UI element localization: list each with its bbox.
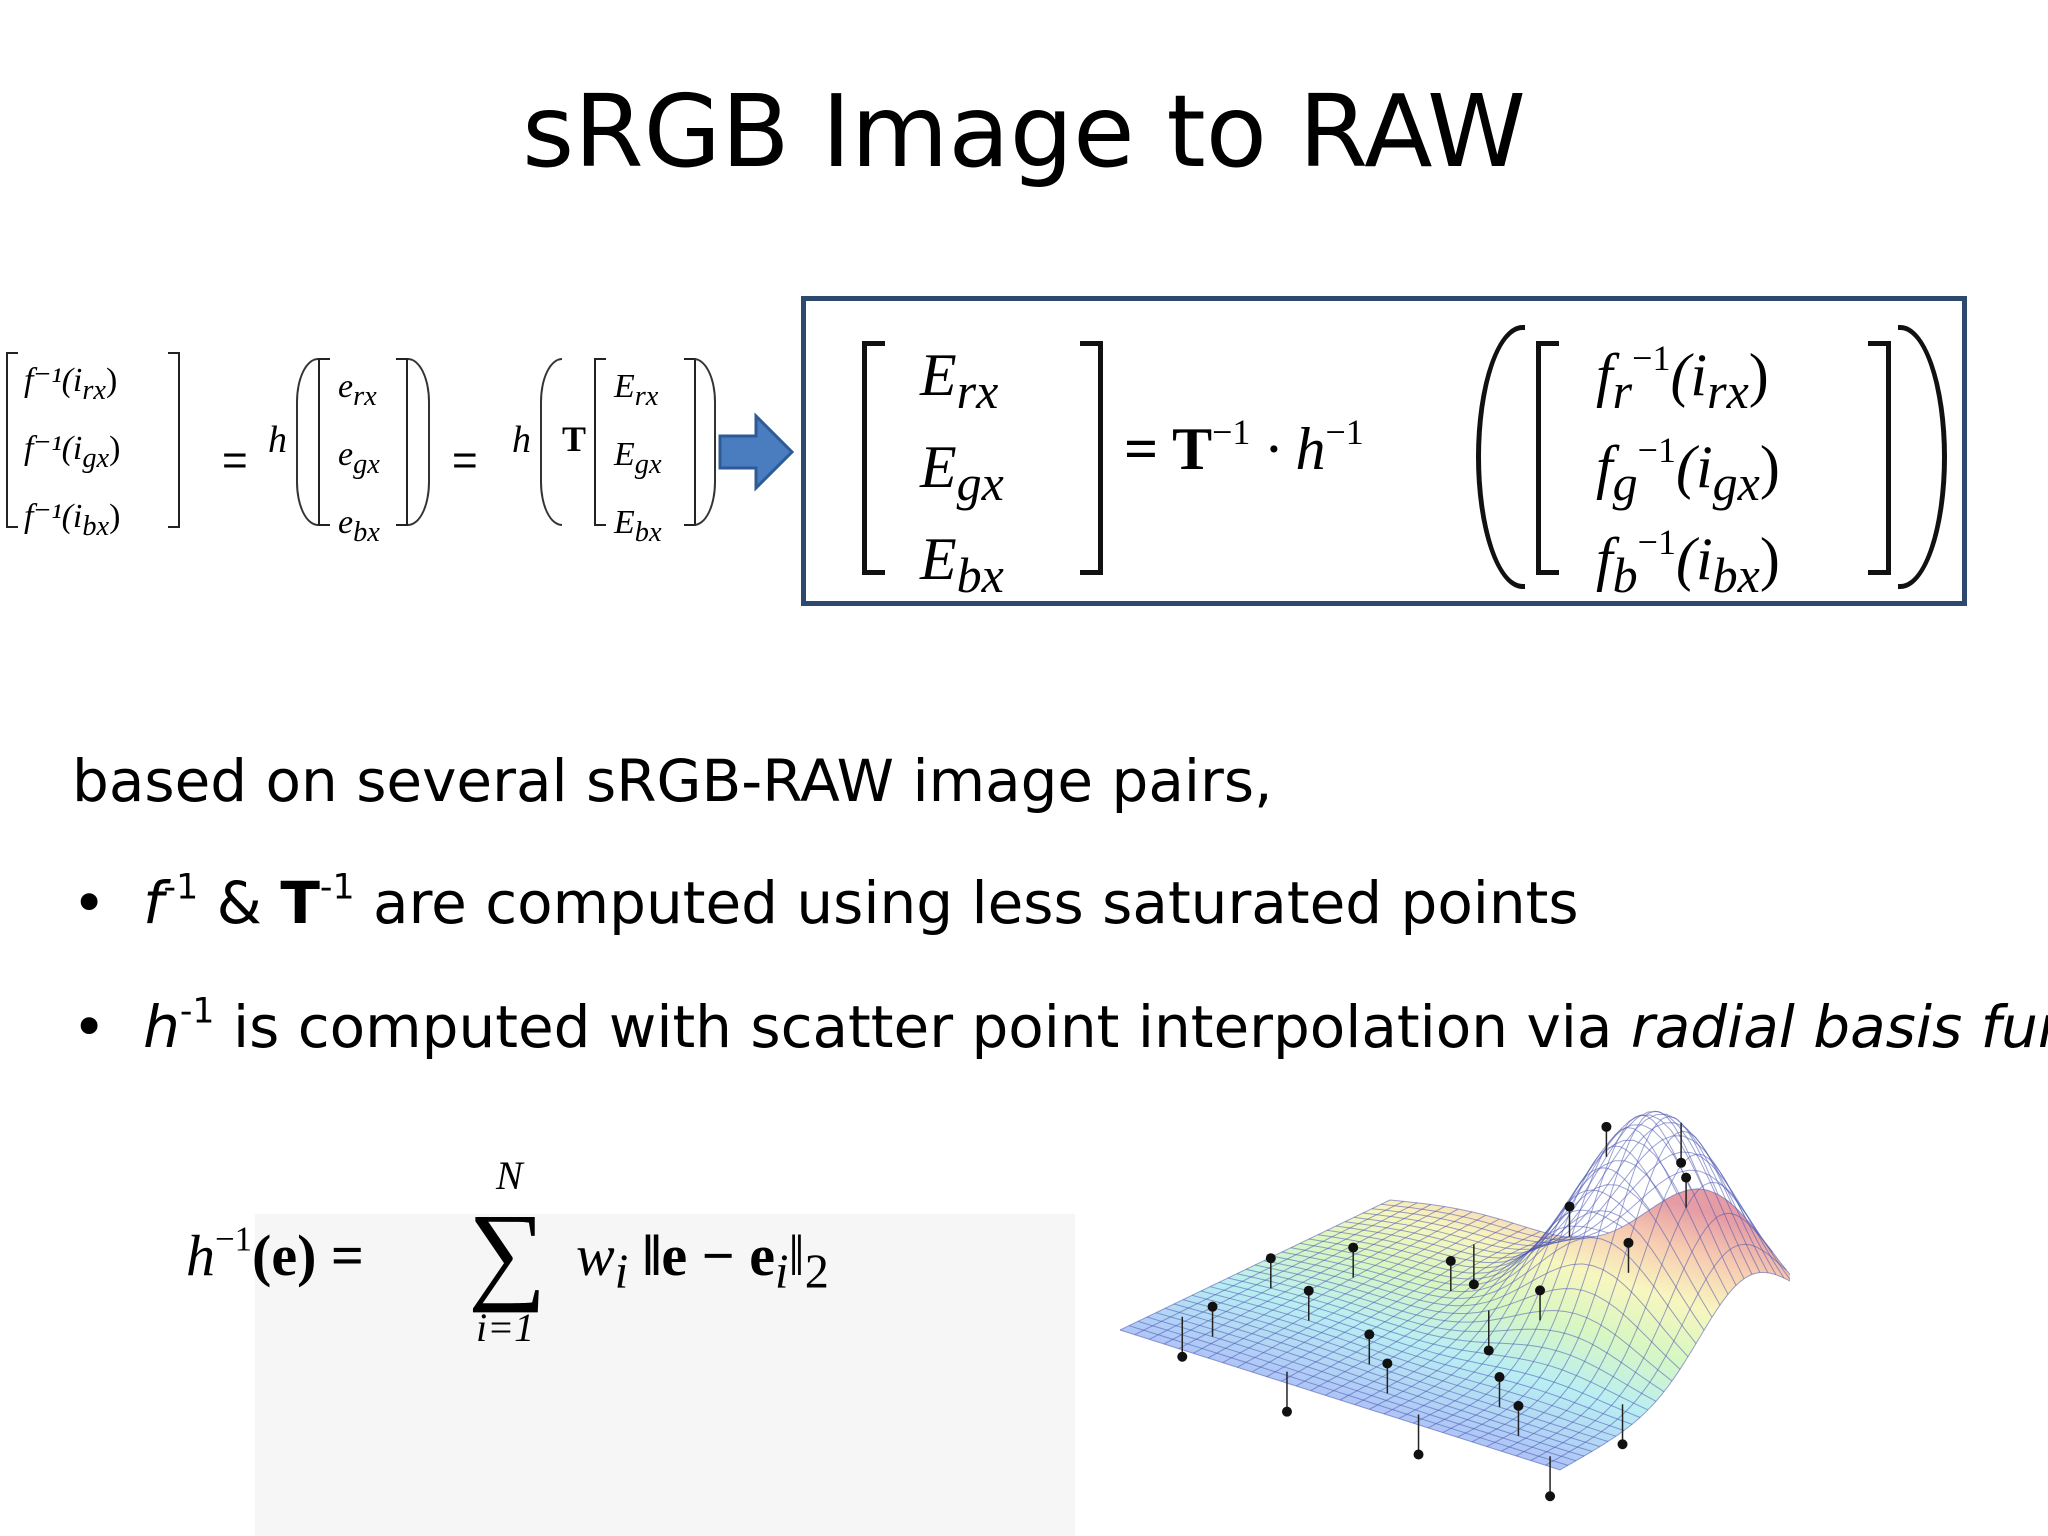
boxed-equation: Erx Egx Ebx = T−1 · h−1 fr−1(irx) fg−1(i… xyxy=(801,296,1967,606)
mesh-line xyxy=(1515,1181,1760,1457)
sample-point xyxy=(1676,1157,1687,1168)
right-bracket xyxy=(396,358,408,526)
sample-point xyxy=(1207,1301,1218,1312)
h-symbol: h xyxy=(268,419,287,461)
T-symbol: T xyxy=(562,419,587,459)
sample-point xyxy=(1513,1400,1524,1411)
sample-point xyxy=(1545,1491,1556,1502)
right-arrow-icon xyxy=(718,412,794,492)
sample-point xyxy=(1445,1255,1456,1266)
sample-point xyxy=(1494,1372,1505,1383)
sample-point xyxy=(1303,1285,1314,1296)
bullet-item: • h-1 is computed with scatter point int… xyxy=(72,991,2048,1061)
matrix-e: erx egx ebx xyxy=(338,368,380,548)
sample-point xyxy=(1535,1285,1546,1296)
mesh-line xyxy=(1371,1151,1785,1279)
transform-operator: = T−1 · h−1 xyxy=(1124,411,1364,482)
intro-text: based on several sRGB-RAW image pairs, xyxy=(72,747,1273,815)
surface-fill xyxy=(1120,1188,1790,1470)
sample-point xyxy=(1413,1449,1424,1460)
left-paren xyxy=(1476,325,1525,589)
right-paren xyxy=(694,358,716,526)
vector-inverse-f: fr−1(irx) fg−1(igx) fb−1(ibx) xyxy=(1596,337,1780,603)
sample-point xyxy=(1364,1329,1375,1340)
mesh-line xyxy=(1501,1153,1746,1452)
surface-mesh xyxy=(1119,1110,1790,1471)
h-symbol: h xyxy=(512,419,531,461)
rbf-formula: h−1(e) = N ∑ i=1 wi ‖e − ei‖2 xyxy=(186,1153,829,1350)
sum-upper-limit: N xyxy=(496,1153,523,1198)
mesh-line xyxy=(1545,1243,1787,1466)
equals-sign: = xyxy=(222,436,248,485)
mesh-line xyxy=(1380,1169,1790,1281)
bullet-marker: • xyxy=(72,993,107,1061)
right-paren xyxy=(408,358,430,526)
sample-point xyxy=(1623,1237,1634,1248)
bullet-item: • f-1 & T-1 are computed using less satu… xyxy=(72,867,1579,937)
mesh-line xyxy=(1530,1212,1774,1462)
sample-point xyxy=(1281,1406,1292,1417)
left-equation: f⁻¹(irx) f⁻¹(igx) f⁻¹(ibx) = h erx egx e… xyxy=(0,352,800,547)
right-bracket xyxy=(1080,341,1103,575)
left-paren xyxy=(296,358,318,526)
sample-point xyxy=(1601,1121,1612,1132)
right-bracket xyxy=(1868,341,1891,575)
bullet-marker: • xyxy=(72,869,107,937)
mesh-line xyxy=(1389,1188,1790,1276)
matrix-inverse-f: f⁻¹(irx) f⁻¹(igx) f⁻¹(ibx) xyxy=(24,362,121,542)
slide-title: sRGB Image to RAW xyxy=(522,73,1526,190)
right-bracket xyxy=(684,358,696,526)
matrix-E: Erx Egx Ebx xyxy=(614,368,662,548)
left-paren xyxy=(540,358,562,526)
sample-point xyxy=(1382,1358,1393,1369)
left-bracket xyxy=(1536,341,1559,575)
left-bracket xyxy=(6,352,18,528)
right-bracket xyxy=(168,352,180,528)
vector-E: Erx Egx Ebx xyxy=(920,342,1004,603)
sum-lower-limit: i=1 xyxy=(476,1305,535,1350)
sample-points xyxy=(1177,1121,1692,1502)
formula-background xyxy=(255,1214,1075,1536)
left-bracket xyxy=(862,341,885,575)
sample-point xyxy=(1348,1242,1359,1253)
sample-point xyxy=(1564,1201,1575,1212)
sum-symbol: ∑ xyxy=(468,1191,547,1313)
right-paren xyxy=(1898,325,1947,589)
equals-sign: = xyxy=(452,436,478,485)
sample-point xyxy=(1177,1351,1188,1362)
sample-point xyxy=(1681,1172,1692,1183)
sample-point xyxy=(1468,1279,1479,1290)
sample-point xyxy=(1617,1439,1628,1450)
left-bracket xyxy=(318,358,330,526)
sample-point xyxy=(1483,1345,1494,1356)
left-bracket xyxy=(594,358,606,526)
mesh-line xyxy=(1353,1122,1769,1274)
sample-point xyxy=(1265,1253,1276,1264)
mesh-line xyxy=(1559,1271,1790,1471)
rbf-surface-plot xyxy=(1119,1110,1790,1502)
